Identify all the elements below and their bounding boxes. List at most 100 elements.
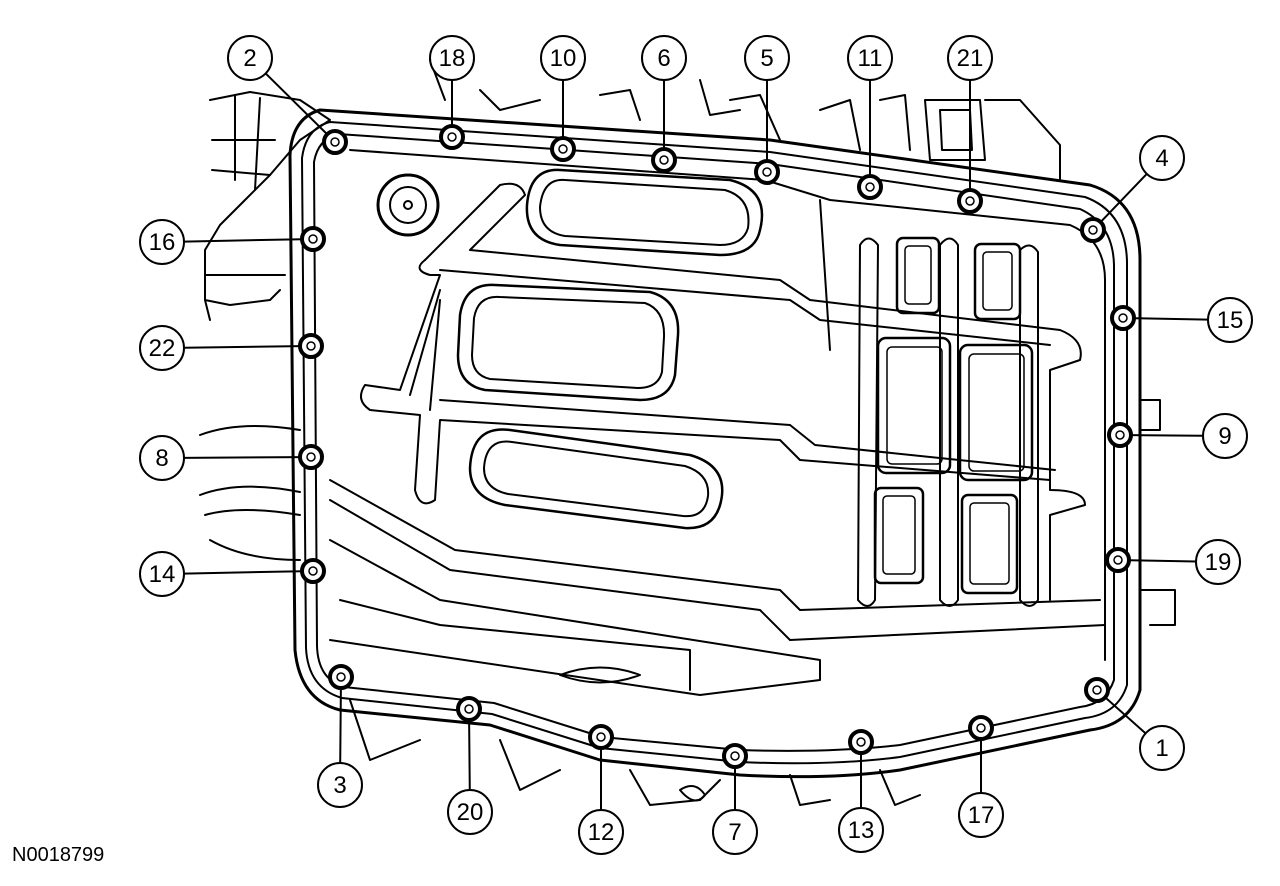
callout-label: 10 [550, 45, 577, 72]
callout-label: 12 [588, 819, 615, 846]
callout-13: 13 [838, 807, 884, 853]
callout-label: 5 [760, 45, 773, 72]
bolt-12 [588, 724, 614, 750]
callout-circle [139, 435, 185, 481]
leader-line-16 [183, 238, 303, 243]
callout-circle [578, 809, 624, 855]
callout-circle [1139, 135, 1185, 181]
callout-label: 16 [149, 229, 176, 256]
callout-circle [540, 35, 586, 81]
callout-circle [1202, 413, 1248, 459]
callout-label: 14 [149, 561, 176, 588]
callout-label: 21 [957, 45, 984, 72]
leader-line-group [183, 72, 1209, 810]
leader-line-14 [183, 570, 303, 575]
callout-circle [139, 325, 185, 371]
leader-line-19 [1128, 559, 1197, 563]
callout-circle [227, 35, 273, 81]
bolt-22 [298, 333, 324, 359]
callout-circle [317, 762, 363, 808]
bolt-9 [1107, 422, 1133, 448]
callout-8: 8 [139, 435, 185, 481]
callout-14: 14 [139, 551, 185, 597]
bolt-6 [651, 147, 677, 173]
callout-label: 4 [1155, 145, 1168, 172]
bolt-21 [957, 188, 983, 214]
callout-10: 10 [540, 35, 586, 81]
callout-12: 12 [578, 809, 624, 855]
callout-circle [1207, 297, 1253, 343]
callout-label: 13 [848, 817, 875, 844]
leader-line-8 [183, 456, 301, 459]
leader-line-1 [1104, 696, 1147, 735]
callout-6: 6 [641, 35, 687, 81]
bolt-16 [300, 226, 326, 252]
callout-label: 15 [1217, 307, 1244, 334]
bolt-20 [456, 696, 482, 722]
leader-line-4 [1099, 173, 1148, 223]
callout-circle [838, 807, 884, 853]
bolt-14 [300, 558, 326, 584]
callout-label: 2 [243, 45, 256, 72]
callout-label: 19 [1205, 549, 1232, 576]
leader-line-9 [1130, 434, 1204, 437]
callout-20: 20 [447, 789, 493, 835]
bolt-7 [722, 743, 748, 769]
bolt-17 [968, 715, 994, 741]
bolt-11 [857, 174, 883, 200]
callout-circle [641, 35, 687, 81]
bolt-15 [1110, 305, 1136, 331]
callout-22: 22 [139, 325, 185, 371]
callout-15: 15 [1207, 297, 1253, 343]
figure-id: N0018799 [12, 844, 105, 866]
callout-circle [958, 792, 1004, 838]
leader-line-20 [468, 719, 471, 791]
bolt-2 [322, 129, 348, 155]
bolt-3 [328, 664, 354, 690]
callout-label: 22 [149, 335, 176, 362]
bolt-group [298, 124, 1136, 769]
callout-label: 7 [728, 819, 741, 846]
callout-4: 4 [1139, 135, 1185, 181]
leader-line-2 [264, 72, 328, 135]
callout-circle [712, 809, 758, 855]
callout-label: 3 [333, 772, 346, 799]
callout-circle [447, 789, 493, 835]
bolt-18 [439, 124, 465, 150]
callout-7: 7 [712, 809, 758, 855]
callout-circle [139, 551, 185, 597]
callout-label: 1 [1155, 735, 1168, 762]
callout-1: 1 [1139, 725, 1185, 771]
callout-21: 21 [947, 35, 993, 81]
callout-label: 17 [968, 802, 995, 829]
leader-line-3 [339, 687, 342, 764]
callout-circle [947, 35, 993, 81]
background-components [199, 59, 1176, 806]
callout-label: 8 [155, 445, 168, 472]
callout-19: 19 [1195, 539, 1241, 585]
leader-line-22 [183, 345, 301, 349]
callout-3: 3 [317, 762, 363, 808]
pan-flange [288, 108, 1142, 779]
bolt-4 [1080, 217, 1106, 243]
bolt-19 [1105, 547, 1131, 573]
callout-label: 18 [439, 45, 466, 72]
callout-circle [847, 35, 893, 81]
leader-line-15 [1133, 317, 1209, 321]
callout-circle [744, 35, 790, 81]
callout-5: 5 [744, 35, 790, 81]
callout-circle [139, 219, 185, 265]
callout-circle [1139, 725, 1185, 771]
bolt-1 [1084, 677, 1110, 703]
callout-label: 11 [858, 45, 883, 72]
bolt-13 [848, 729, 874, 755]
callout-17: 17 [958, 792, 1004, 838]
pan-body [329, 149, 1106, 696]
callout-label: 9 [1218, 423, 1231, 450]
callout-16: 16 [139, 219, 185, 265]
bolt-10 [550, 136, 576, 162]
callout-label: 6 [657, 45, 670, 72]
